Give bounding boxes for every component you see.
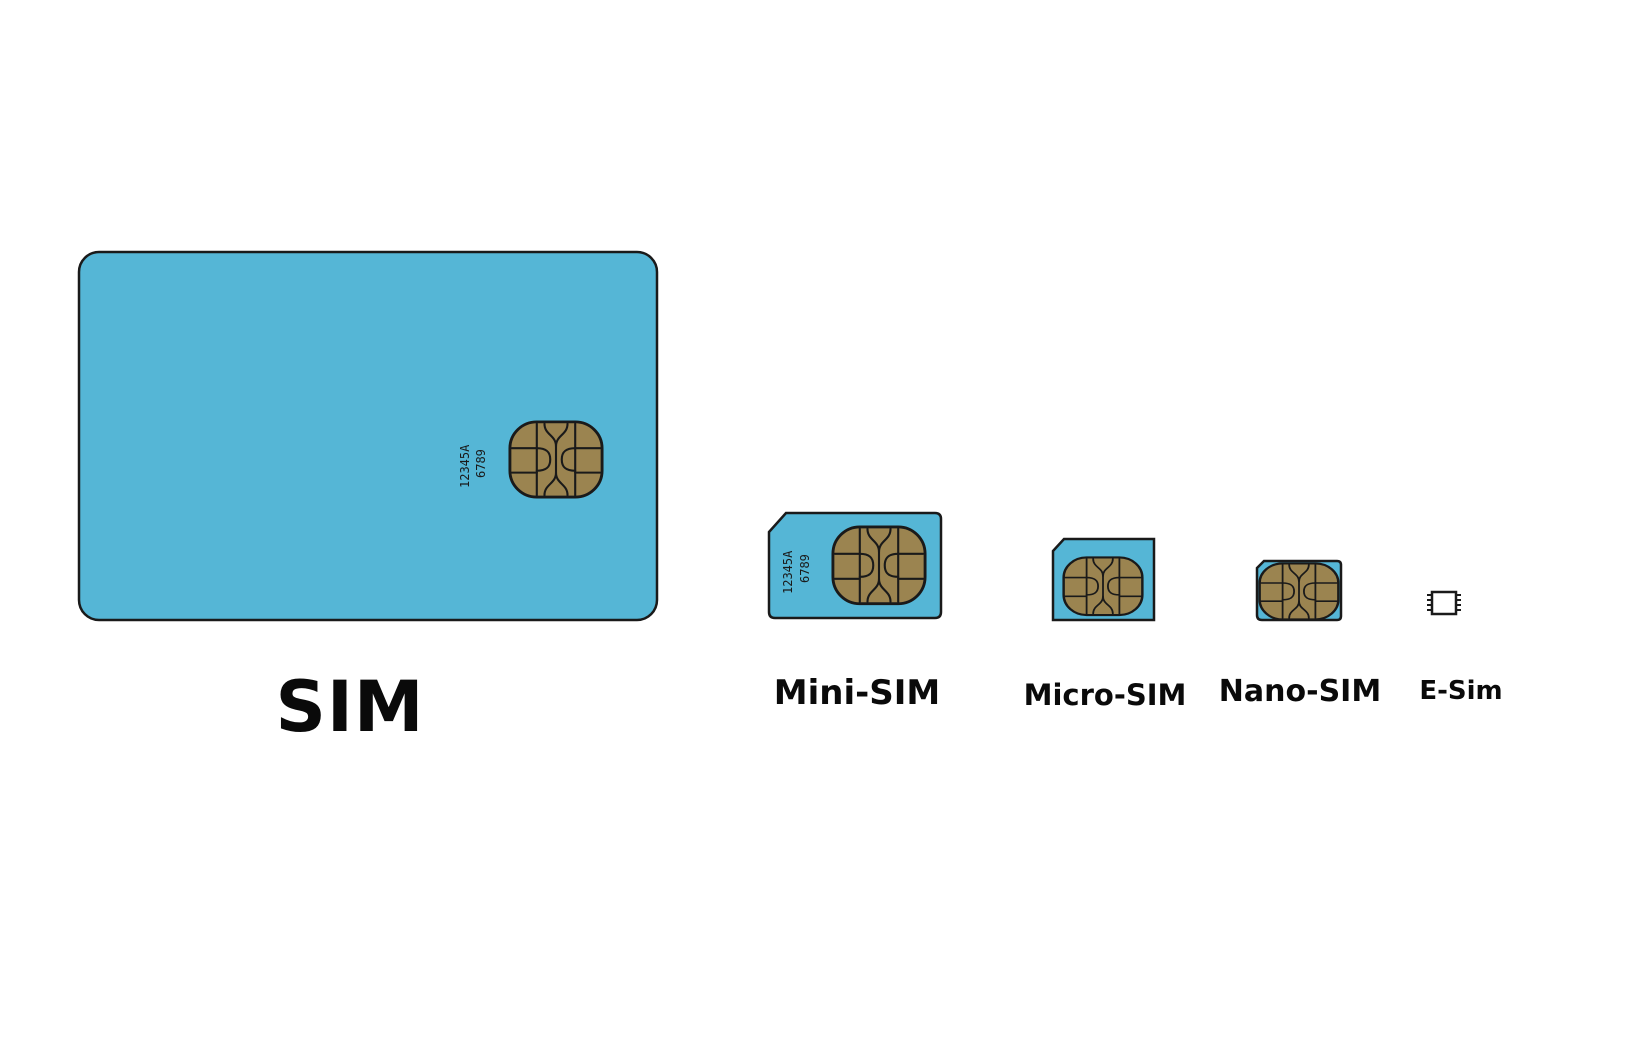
mini-sim-chip-icon <box>831 525 927 606</box>
nano-sim-card <box>1255 559 1343 622</box>
sim-card: 12345A 6789 <box>77 250 659 622</box>
micro-sim-label: Micro-SIM <box>1023 678 1187 712</box>
nano-sim-chip-icon <box>1258 562 1340 621</box>
sim-chip-icon <box>508 420 604 499</box>
mini-sim-serial-line2: 6789 <box>798 554 812 583</box>
mini-sim-card: 12345A 6789 <box>767 511 943 620</box>
esim-chip-icon <box>1427 590 1461 616</box>
sim-serial-line1: 12345A <box>458 444 472 488</box>
micro-sim-card <box>1051 537 1156 622</box>
sim-label: SIM <box>275 666 425 748</box>
nano-sim-label: Nano-SIM <box>1218 674 1382 709</box>
sim-card-body <box>77 250 659 622</box>
mini-sim-label: Mini-SIM <box>773 673 941 713</box>
sim-serial-line2: 6789 <box>474 449 488 478</box>
esim-label: E-Sim <box>1419 676 1503 706</box>
micro-sim-chip-icon <box>1062 556 1144 617</box>
mini-sim-serial-line1: 12345A <box>781 550 795 594</box>
